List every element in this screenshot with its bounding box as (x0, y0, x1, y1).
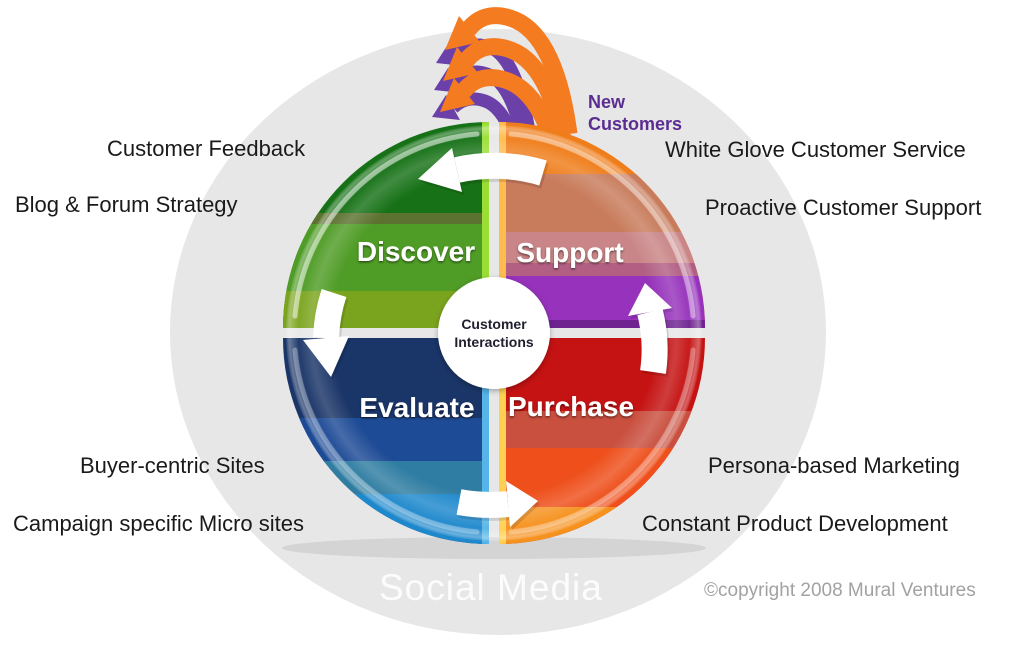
new-customers-label-line1: New (588, 92, 626, 112)
center-hub-circle (438, 277, 550, 389)
new-customers-label-line2: Customers (588, 114, 682, 134)
center-hub-label-line2: Interactions (454, 334, 534, 350)
cycle-arrow-purchase-to-support-head (628, 283, 672, 316)
cycle-arrow-purchase-to-support (637, 308, 668, 374)
cycle-arrow-evaluate-to-purchase-head (506, 481, 538, 527)
annotation-buyer-centric-sites: Buyer-centric Sites (80, 453, 265, 478)
evaluate-label: Evaluate (359, 392, 474, 423)
center-hub-label-line1: Customer (461, 316, 527, 332)
evaluate-gloss-streak (292, 347, 480, 535)
cycle-arrow-support-to-discover-head (418, 148, 462, 192)
annotation-proactive-customer-support: Proactive Customer Support (705, 195, 982, 220)
annotation-white-glove-customer-service: White Glove Customer Service (665, 137, 966, 162)
cycle-arrow-support-to-discover (454, 152, 547, 186)
discover-gloss-streak (292, 131, 480, 319)
copyright-notice: ©copyright 2008 Mural Ventures (704, 580, 976, 601)
discover-label: Discover (357, 236, 475, 267)
purchase-label: Purchase (508, 391, 634, 422)
cycle-arrow-evaluate-to-purchase (456, 489, 510, 518)
cycle-arrow-discover-to-evaluate (313, 288, 347, 339)
annotation-constant-product-development: Constant Product Development (642, 511, 948, 536)
cycle-arrow-discover-to-evaluate-head (303, 336, 349, 377)
cycle-arrows (303, 148, 672, 527)
support-gloss-streak (508, 131, 696, 319)
purchase-gloss-streak (508, 347, 696, 535)
wheel-shadow (282, 537, 706, 559)
annotation-customer-feedback: Customer Feedback (107, 136, 306, 161)
annotation-campaign-specific-micro-sites: Campaign specific Micro sites (13, 511, 304, 536)
annotation-persona-based-marketing: Persona-based Marketing (708, 453, 960, 478)
support-label: Support (516, 237, 623, 268)
annotation-blog-forum-strategy: Blog & Forum Strategy (15, 192, 238, 217)
social-media-label: Social Media (379, 567, 603, 608)
